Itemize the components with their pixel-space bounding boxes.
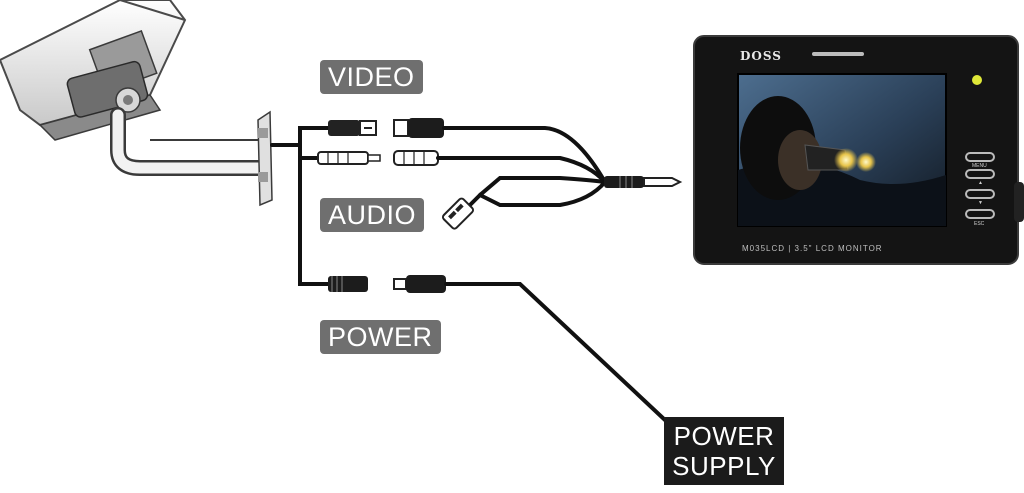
av-plug bbox=[604, 176, 683, 188]
up-button-label: ▲ bbox=[978, 180, 983, 186]
camera-cables bbox=[270, 126, 332, 286]
monitor-cables bbox=[436, 126, 667, 422]
usb-connector bbox=[441, 197, 475, 230]
video-label: VIDEO bbox=[320, 60, 423, 94]
video-connector-pair bbox=[328, 118, 444, 138]
menu-button-label: MENU bbox=[972, 163, 987, 169]
power-supply-line-1: POWER bbox=[673, 421, 775, 451]
power-label: POWER bbox=[320, 320, 441, 354]
power-connector-pair bbox=[328, 275, 446, 293]
power-supply-label: POWER SUPPLY bbox=[664, 417, 784, 485]
monitor-model: M035LCD | 3.5" LCD MONITOR bbox=[742, 244, 883, 253]
lcd-monitor bbox=[693, 35, 1024, 265]
audio-connector-pair bbox=[317, 150, 439, 166]
esc-button-label: ESC bbox=[974, 221, 985, 227]
security-camera bbox=[0, 0, 273, 207]
audio-label: AUDIO bbox=[320, 198, 425, 232]
monitor-brand: DOSS bbox=[740, 49, 782, 63]
down-button-label: ▼ bbox=[978, 200, 983, 206]
power-supply-line-2: SUPPLY bbox=[672, 451, 776, 481]
